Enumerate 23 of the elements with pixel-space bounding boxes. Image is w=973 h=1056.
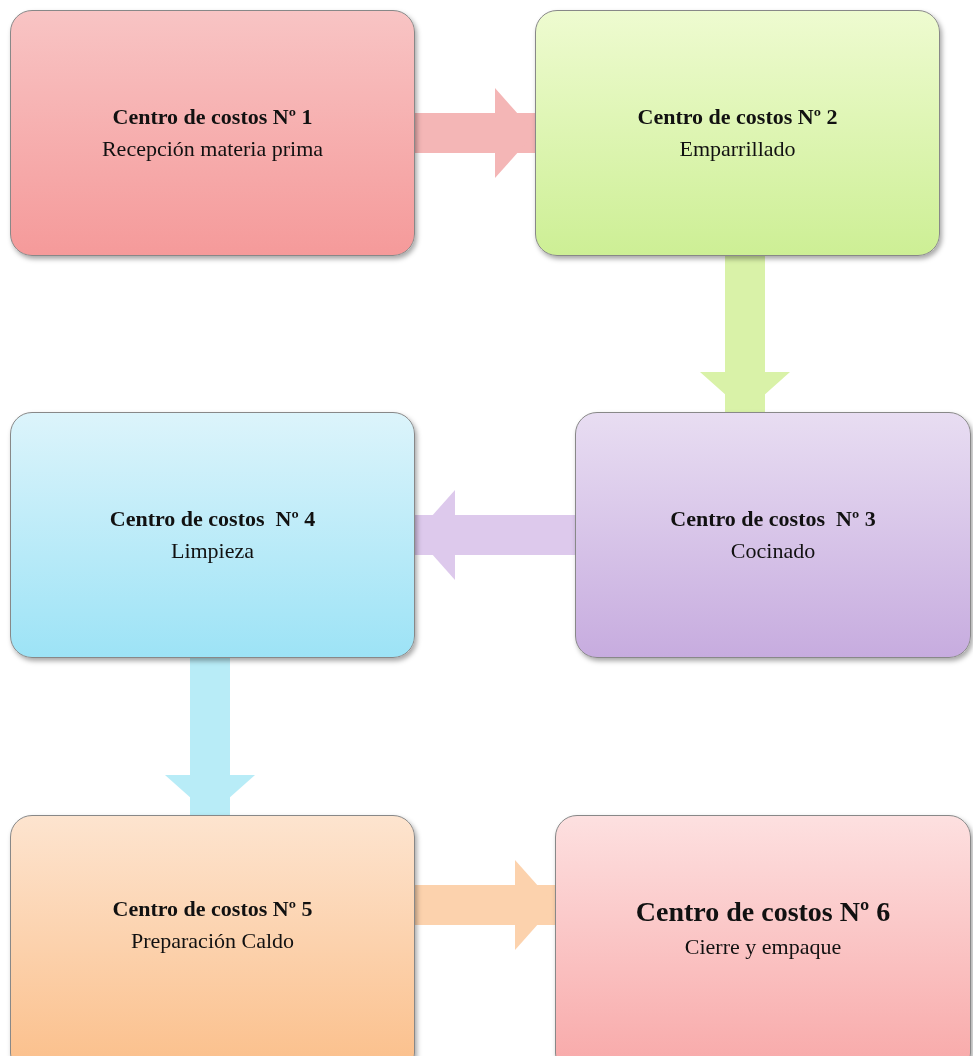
block-arrow xyxy=(165,658,255,815)
box-heading: Centro de costos Nº 2 xyxy=(637,104,838,130)
box-text: Cierre y empaque xyxy=(684,934,842,960)
box-text: Recepción materia prima xyxy=(101,136,324,162)
box-heading: Centro de costos Nº 6 xyxy=(635,896,891,928)
box-heading: Centro de costos Nº 4 xyxy=(109,506,316,532)
box-heading: Centro de costos Nº 3 xyxy=(670,506,876,532)
process-box xyxy=(10,10,415,256)
box-heading: Centro de costos Nº 5 xyxy=(112,896,313,922)
process-box xyxy=(535,10,940,256)
box-text: Cocinado xyxy=(730,538,816,564)
box-heading: Centro de costos Nº 1 xyxy=(112,104,313,130)
process-box xyxy=(10,815,415,1056)
block-arrow xyxy=(700,256,790,412)
box-text: Preparación Caldo xyxy=(130,928,295,954)
block-arrow xyxy=(415,88,535,178)
process-box xyxy=(10,412,415,658)
block-arrow xyxy=(415,490,575,580)
box-text: Limpieza xyxy=(170,538,255,564)
box-text: Emparrillado xyxy=(679,136,796,162)
block-arrow xyxy=(415,860,555,950)
process-box xyxy=(575,412,971,658)
process-box xyxy=(555,815,971,1056)
